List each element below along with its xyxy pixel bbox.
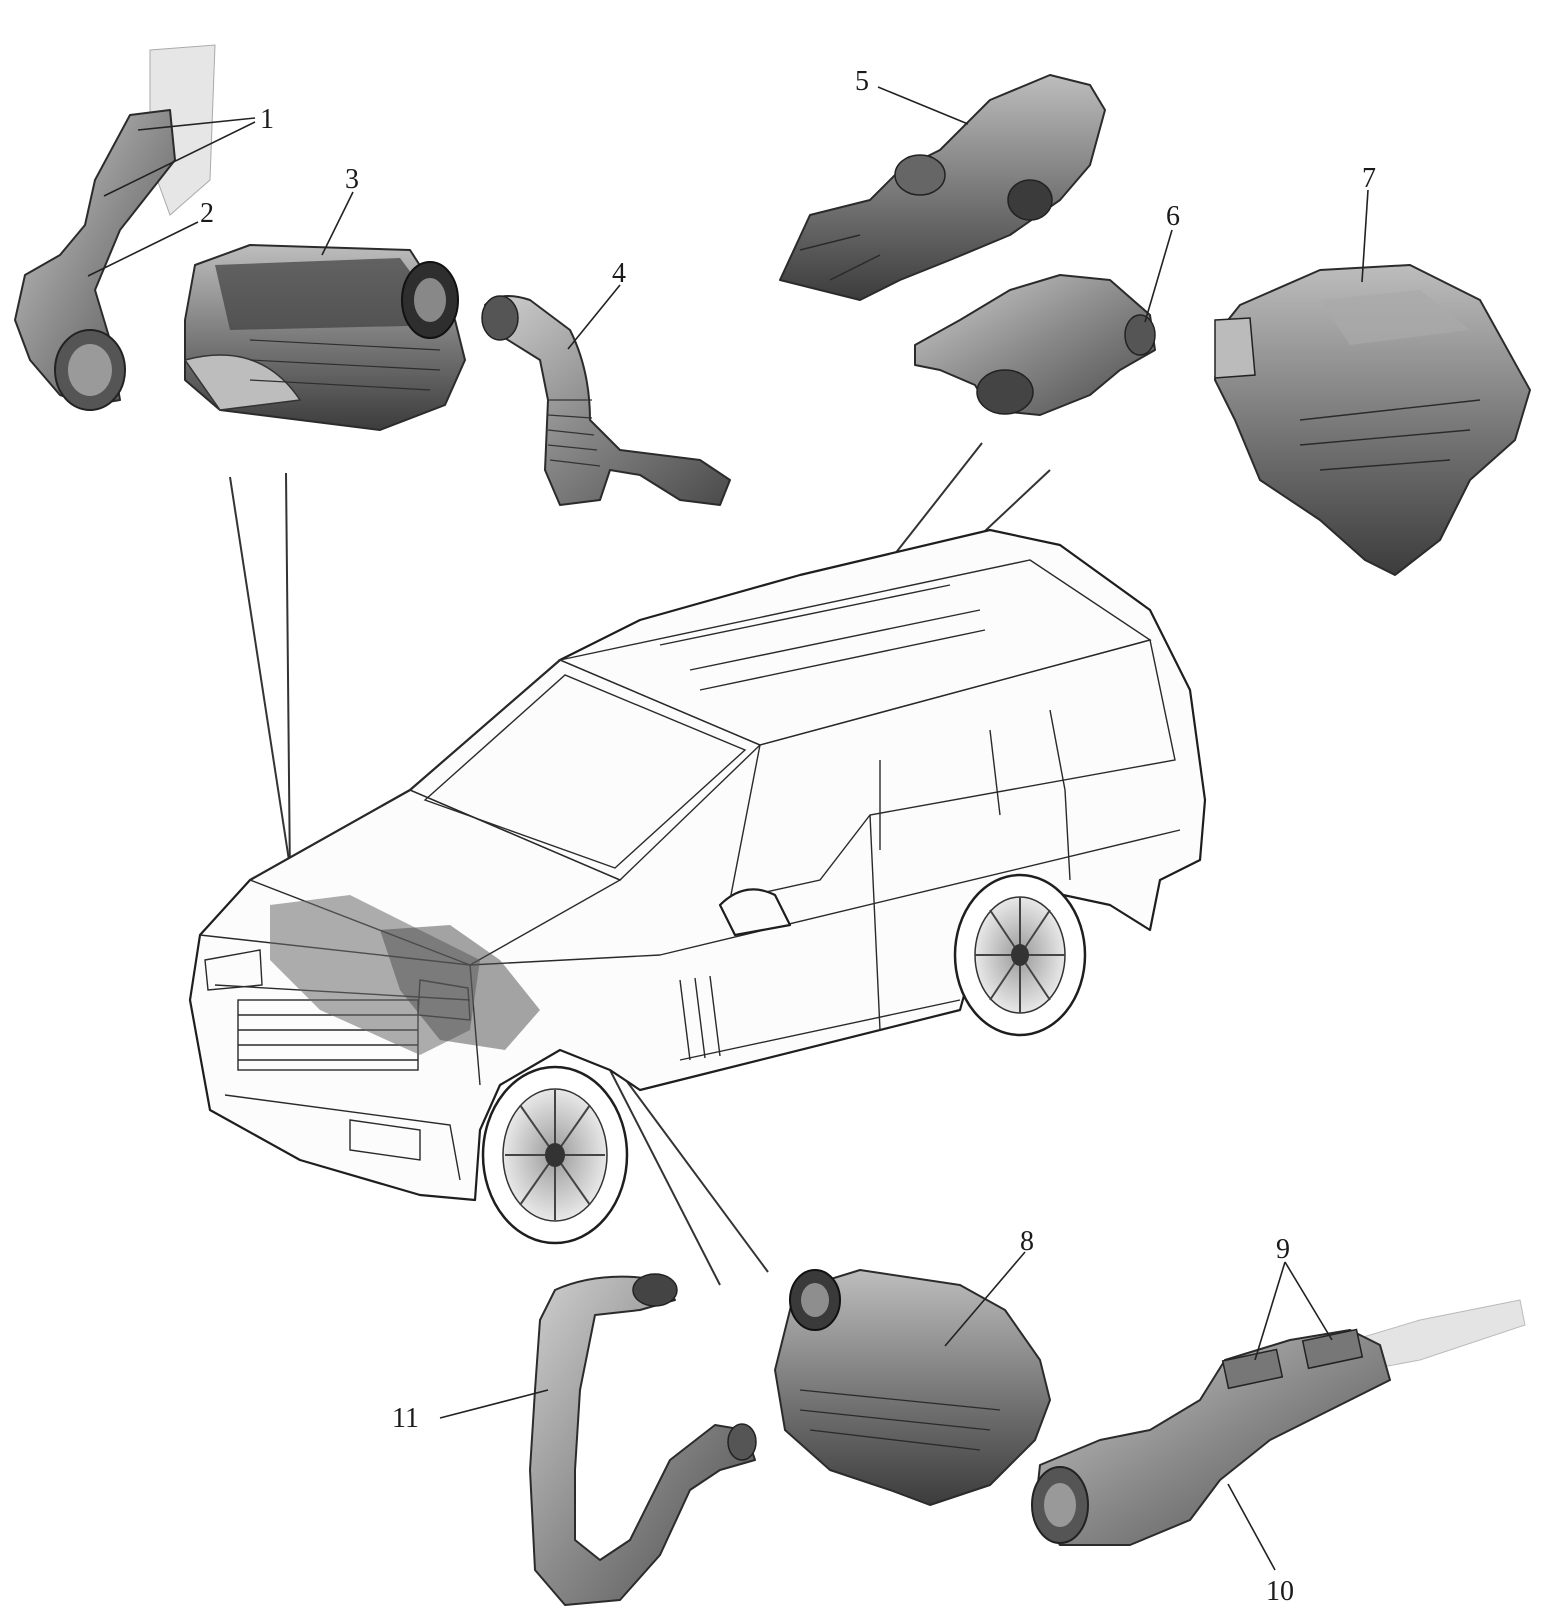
- callout-3: 3: [345, 164, 359, 195]
- callout-11: 11: [392, 1403, 419, 1434]
- part-engine-top-cover: [1214, 264, 1531, 576]
- callout-5: 5: [855, 66, 869, 97]
- part-throttle-inlet: [914, 274, 1156, 416]
- leader-lines: [87, 86, 1369, 1571]
- part-intake-manifold-upper: [779, 74, 1106, 301]
- front-wheel: [481, 1065, 629, 1245]
- part-intake-hose-lower: [529, 1273, 757, 1606]
- part-intake-duct-rear: [1031, 1299, 1526, 1546]
- callout-6: 6: [1166, 201, 1180, 232]
- callout-2: 2: [200, 198, 214, 229]
- part-air-cleaner-rear: [774, 1269, 1051, 1506]
- callout-1: 1: [260, 104, 274, 135]
- callout-8: 8: [1020, 1226, 1034, 1257]
- callout-10: 10: [1266, 1576, 1294, 1607]
- callout-9: 9: [1276, 1234, 1290, 1265]
- part-air-cleaner-assembly: [183, 244, 466, 431]
- callout-4: 4: [612, 258, 626, 289]
- part-intake-duct-front: [14, 44, 216, 411]
- callout-7: 7: [1362, 163, 1376, 194]
- rear-wheel: [953, 873, 1087, 1037]
- vehicle-illustration: [188, 528, 1207, 1245]
- callout-labels: 1 2 3 4 5 6 7 8 9 10 11: [200, 66, 1376, 1607]
- part-intake-hose: [481, 295, 731, 506]
